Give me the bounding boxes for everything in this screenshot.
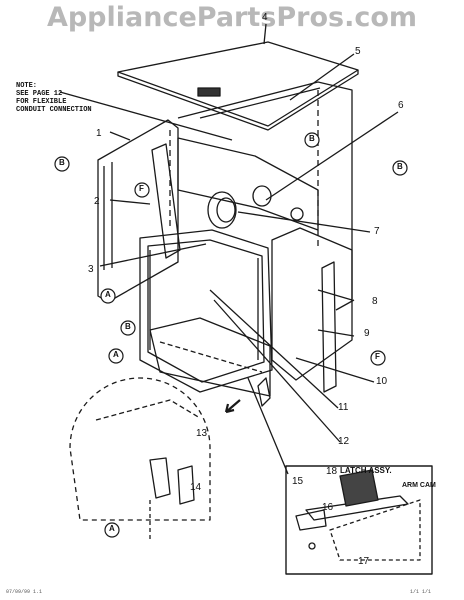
left-bracket: [151, 143, 181, 259]
reference-markers: [54, 132, 408, 538]
conduit-note: NOTE: SEE PAGE 12 FOR FLEXIBLE CONDUIT C…: [16, 82, 92, 114]
marker-b-top: B: [309, 134, 315, 143]
toe-plate: [257, 377, 271, 407]
rear-panel: [177, 137, 319, 231]
callout-10: 10: [376, 376, 388, 387]
marker-b-left: B: [59, 158, 65, 167]
callout-1: 1: [96, 128, 102, 139]
marker-f-right: F: [375, 352, 380, 361]
callout-11: 11: [338, 402, 349, 413]
marker-b-right: B: [397, 162, 403, 171]
cover-vent: [197, 87, 221, 97]
callout-5: 5: [355, 46, 361, 57]
note-line: SEE PAGE 12: [16, 90, 63, 98]
callout-9: 9: [364, 328, 370, 339]
callout-8: 8: [372, 296, 378, 307]
marker-a-detail: A: [109, 524, 115, 533]
callout-15: 15: [292, 476, 304, 487]
latch-inset: [285, 465, 433, 575]
callout-2: 2: [94, 196, 100, 207]
callout-7: 7: [374, 226, 380, 237]
latch-handle: [295, 509, 327, 531]
callout-13: 13: [196, 428, 208, 439]
callout-4: 4: [262, 12, 268, 23]
right-panel: [271, 227, 353, 381]
motor: [207, 191, 237, 229]
arm-cam-label: ARM CAM: [402, 482, 436, 489]
footer-left: 07/09/99 1.1: [6, 589, 43, 595]
note-line: CONDUIT CONNECTION: [16, 106, 92, 114]
rear-frame: [177, 81, 353, 301]
note-line: FOR FLEXIBLE: [16, 98, 67, 106]
base-tray: [149, 317, 271, 397]
callout-18: 18: [326, 466, 338, 477]
callout-6: 6: [398, 100, 404, 111]
arrow-icon: [224, 399, 241, 414]
watermark: AppliancePartsPros.com: [46, 2, 418, 33]
marker-f-left: F: [139, 184, 144, 193]
callout-17: 17: [358, 556, 370, 567]
marker-a-upper: A: [105, 290, 111, 299]
note-line: NOTE:: [16, 82, 38, 90]
footer-right: 1/1 1/1: [410, 589, 432, 595]
callout-16: 16: [322, 502, 334, 513]
marker-a-lower: A: [113, 350, 119, 359]
left-side-panel: [97, 119, 179, 303]
top-cover: [117, 41, 359, 127]
latch-assembly-title: LATCH ASSY.: [340, 466, 392, 475]
right-bracket: [321, 261, 337, 393]
callout-12: 12: [338, 436, 350, 447]
marker-b-lower: B: [125, 322, 131, 331]
callout-14: 14: [190, 482, 202, 493]
front-frame: [139, 229, 273, 393]
callout-3: 3: [88, 264, 94, 275]
detail-circle: [69, 377, 211, 521]
